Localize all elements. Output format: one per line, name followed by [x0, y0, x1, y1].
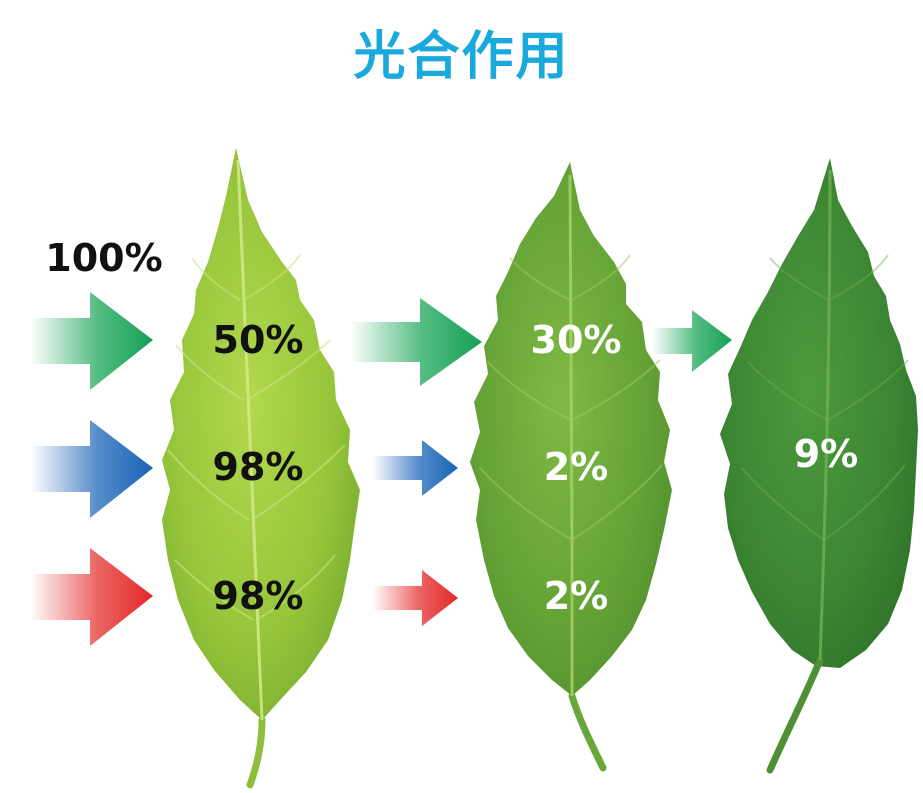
leaf-2: [470, 162, 672, 772]
leaf-3-green-value: 9%: [793, 432, 859, 476]
page-title: 光合作用: [353, 27, 570, 87]
red-light-arrow-mid: [372, 570, 458, 626]
leaf-2-red-value: 2%: [543, 574, 609, 618]
leaf-2-stem: [568, 692, 607, 772]
blue-light-arrow-mid: [372, 440, 458, 496]
leaf-1-green-value: 50%: [212, 318, 304, 362]
leaf-1-midrib: [236, 159, 264, 721]
input-intensity-label: 100%: [45, 236, 163, 280]
leaf-2-green-value: 30%: [530, 318, 622, 362]
leaf-3-veins: [741, 254, 909, 541]
leaf-1-veins: [167, 254, 346, 621]
leaf-3: [720, 158, 918, 774]
leaf-3-midrib: [818, 169, 832, 661]
leaf-3-stem: [766, 656, 824, 774]
leaf-2-midrib: [568, 174, 574, 697]
blue-light-arrow-in: [30, 420, 153, 518]
leaf-1-blade: [162, 148, 360, 720]
leaf-1-blue-value: 98%: [212, 445, 304, 489]
leaf-1: [162, 148, 360, 789]
leaf-2-veins: [479, 254, 663, 541]
green-light-arrow-out: [652, 310, 732, 372]
leaf-1-red-value: 98%: [212, 574, 304, 618]
leaf-3-blade: [720, 158, 918, 668]
leaf-2-blue-value: 2%: [543, 445, 609, 489]
leaf-1-stem: [246, 716, 266, 789]
green-light-arrow-in: [30, 292, 153, 390]
red-light-arrow-in: [30, 548, 153, 646]
green-light-arrow-mid: [350, 298, 482, 386]
